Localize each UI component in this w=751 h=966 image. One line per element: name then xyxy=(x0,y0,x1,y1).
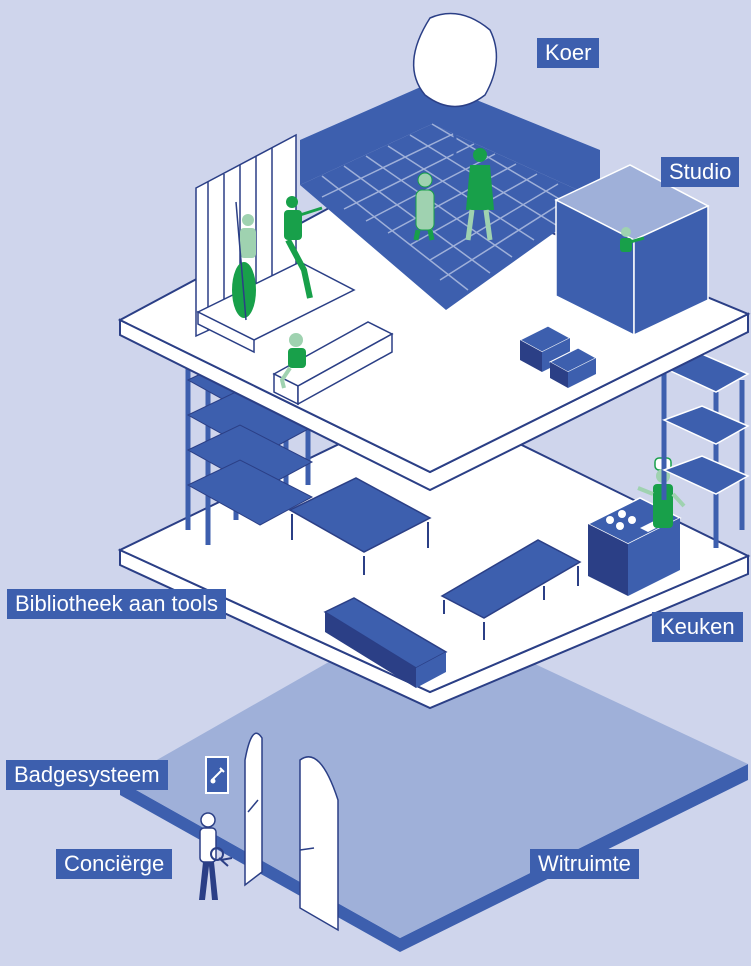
table-right xyxy=(440,539,582,640)
badge-reader-icon xyxy=(205,756,229,794)
label-studio: Studio xyxy=(661,157,740,187)
bench xyxy=(272,321,394,406)
middle-floor xyxy=(117,398,751,710)
door-icon xyxy=(244,732,339,932)
studio-box xyxy=(554,164,710,337)
ground-floor-surface xyxy=(120,610,748,938)
label-bibliotheek: Bibliotheek aan tools xyxy=(7,589,227,619)
concierge-figure xyxy=(199,812,233,900)
seated-person xyxy=(279,333,306,389)
musician-figure-icon-2 xyxy=(284,196,323,299)
label-koer: Koer xyxy=(537,38,600,68)
musician-figure-icon xyxy=(232,201,256,321)
tree-icon xyxy=(413,12,498,155)
courtyard-walls xyxy=(300,82,600,200)
label-witruimte: Witruimte xyxy=(530,849,639,879)
courtyard-grid-floor xyxy=(300,123,600,310)
storage-boxes xyxy=(518,325,598,388)
stage-platform xyxy=(196,261,356,354)
person-figure-icon xyxy=(413,172,435,241)
label-badgesysteem: Badgesysteem xyxy=(6,760,168,790)
person-figure-icon-2 xyxy=(465,148,494,241)
sofa xyxy=(323,597,448,688)
label-keuken: Keuken xyxy=(652,612,743,642)
middle-floor-surface xyxy=(117,398,751,694)
label-concierge: Conciërge xyxy=(56,849,173,879)
table-left xyxy=(288,477,432,575)
